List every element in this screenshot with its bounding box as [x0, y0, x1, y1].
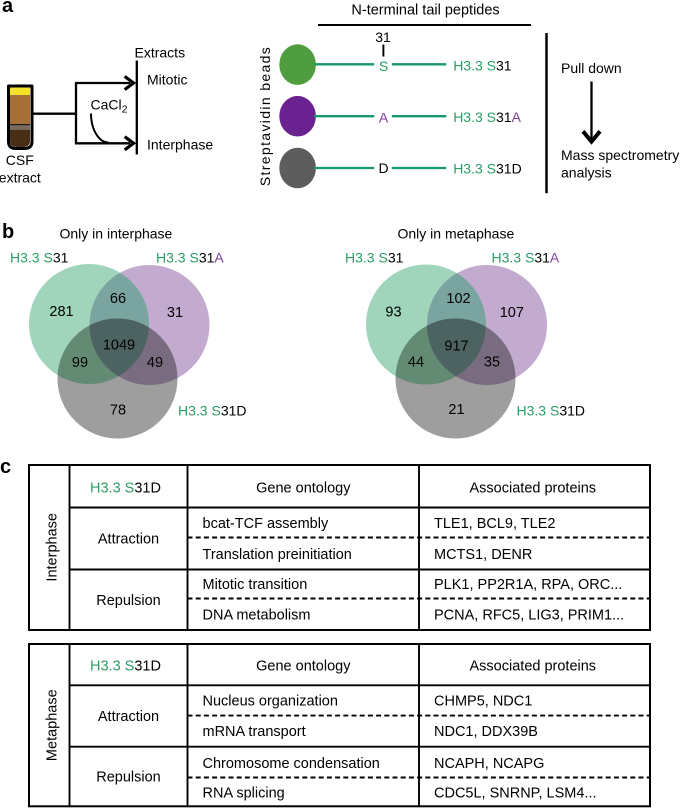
svg-text:Gene ontology: Gene ontology	[256, 659, 351, 675]
svg-text:66: 66	[110, 291, 126, 307]
svg-text:PLK1, PP2R1A, RPA, ORC...: PLK1, PP2R1A, RPA, ORC...	[434, 577, 622, 593]
svg-text:H3.3 S31A: H3.3 S31A	[156, 249, 224, 265]
svg-text:31: 31	[167, 305, 183, 321]
svg-text:917: 917	[444, 339, 468, 355]
svg-text:49: 49	[147, 355, 163, 371]
svg-text:NCAPH, NCAPG: NCAPH, NCAPG	[434, 756, 544, 772]
svg-text:N-terminal tail peptides: N-terminal tail peptides	[351, 2, 499, 18]
svg-text:extract: extract	[0, 170, 41, 186]
svg-text:b: b	[2, 221, 14, 243]
svg-text:Mitotic: Mitotic	[147, 72, 187, 88]
svg-text:H3.3 S31D: H3.3 S31D	[517, 403, 586, 419]
svg-text:Streptavidin beads: Streptavidin beads	[257, 46, 273, 186]
svg-text:Nucleus organization: Nucleus organization	[203, 693, 338, 709]
svg-text:S: S	[379, 58, 388, 74]
svg-text:NDC1, DDX39B: NDC1, DDX39B	[434, 724, 538, 740]
svg-text:31: 31	[375, 29, 391, 45]
svg-text:Attraction: Attraction	[98, 709, 159, 725]
svg-text:Only in metaphase: Only in metaphase	[398, 225, 515, 241]
svg-text:RNA splicing: RNA splicing	[203, 785, 285, 801]
svg-text:MCTS1, DENR: MCTS1, DENR	[434, 547, 532, 563]
svg-text:c: c	[0, 456, 11, 478]
svg-text:Interphase: Interphase	[45, 513, 61, 582]
svg-text:35: 35	[484, 355, 500, 371]
svg-text:Repulsion: Repulsion	[96, 770, 161, 786]
svg-text:CaCl2: CaCl2	[91, 97, 128, 116]
svg-text:H3.3 S31A: H3.3 S31A	[492, 249, 560, 265]
svg-text:H3.3 S31: H3.3 S31	[453, 57, 512, 73]
svg-text:CDC5L, SNRNP, LSM4...: CDC5L, SNRNP, LSM4...	[434, 785, 597, 801]
svg-text:CSF: CSF	[6, 152, 34, 168]
svg-text:Translation preinitiation: Translation preinitiation	[203, 547, 352, 563]
svg-text:Mitotic transition: Mitotic transition	[203, 577, 308, 593]
svg-text:TLE1, BCL9, TLE2: TLE1, BCL9, TLE2	[434, 516, 555, 532]
svg-text:H3.3 S31D: H3.3 S31D	[178, 403, 247, 419]
svg-text:78: 78	[110, 403, 126, 419]
svg-text:H3.3 S31: H3.3 S31	[345, 249, 404, 265]
svg-text:H3.3 S31: H3.3 S31	[10, 249, 69, 265]
svg-text:21: 21	[448, 402, 464, 418]
svg-text:Metaphase: Metaphase	[45, 689, 61, 761]
svg-text:H3.3 S31D: H3.3 S31D	[90, 481, 161, 497]
svg-text:102: 102	[446, 291, 470, 307]
svg-text:PCNA, RFC5, LIG3, PRIM1...: PCNA, RFC5, LIG3, PRIM1...	[434, 607, 624, 623]
svg-text:analysis: analysis	[561, 165, 612, 181]
svg-text:99: 99	[72, 355, 88, 371]
svg-text:DNA metabolism: DNA metabolism	[203, 607, 311, 623]
svg-text:Extracts: Extracts	[135, 45, 186, 61]
svg-text:Gene ontology: Gene ontology	[256, 481, 351, 497]
svg-text:93: 93	[385, 305, 401, 321]
svg-text:107: 107	[500, 305, 524, 321]
svg-text:Associated proteins: Associated proteins	[470, 481, 597, 497]
svg-text:Chromosome condensation: Chromosome condensation	[203, 756, 380, 772]
svg-text:mRNA transport: mRNA transport	[203, 724, 306, 740]
svg-text:CHMP5, NDC1: CHMP5, NDC1	[434, 693, 532, 709]
svg-text:281: 281	[49, 304, 73, 320]
svg-text:Only in interphase: Only in interphase	[60, 225, 173, 241]
svg-text:H3.3 S31D: H3.3 S31D	[90, 659, 161, 675]
svg-text:a: a	[2, 0, 14, 17]
svg-text:Repulsion: Repulsion	[96, 593, 161, 609]
svg-text:Attraction: Attraction	[98, 532, 159, 548]
svg-text:H3.3 S31D: H3.3 S31D	[453, 161, 522, 177]
svg-text:H3.3 S31A: H3.3 S31A	[453, 109, 521, 125]
svg-text:Pull down: Pull down	[561, 60, 622, 76]
svg-text:D: D	[378, 160, 388, 176]
svg-text:bcat-TCF assembly: bcat-TCF assembly	[203, 516, 329, 532]
svg-text:1049: 1049	[103, 338, 135, 354]
svg-text:Interphase: Interphase	[147, 137, 213, 153]
svg-text:Mass spectrometry: Mass spectrometry	[561, 147, 679, 163]
svg-text:Associated proteins: Associated proteins	[470, 659, 597, 675]
svg-text:44: 44	[408, 355, 424, 371]
svg-text:A: A	[379, 109, 389, 125]
